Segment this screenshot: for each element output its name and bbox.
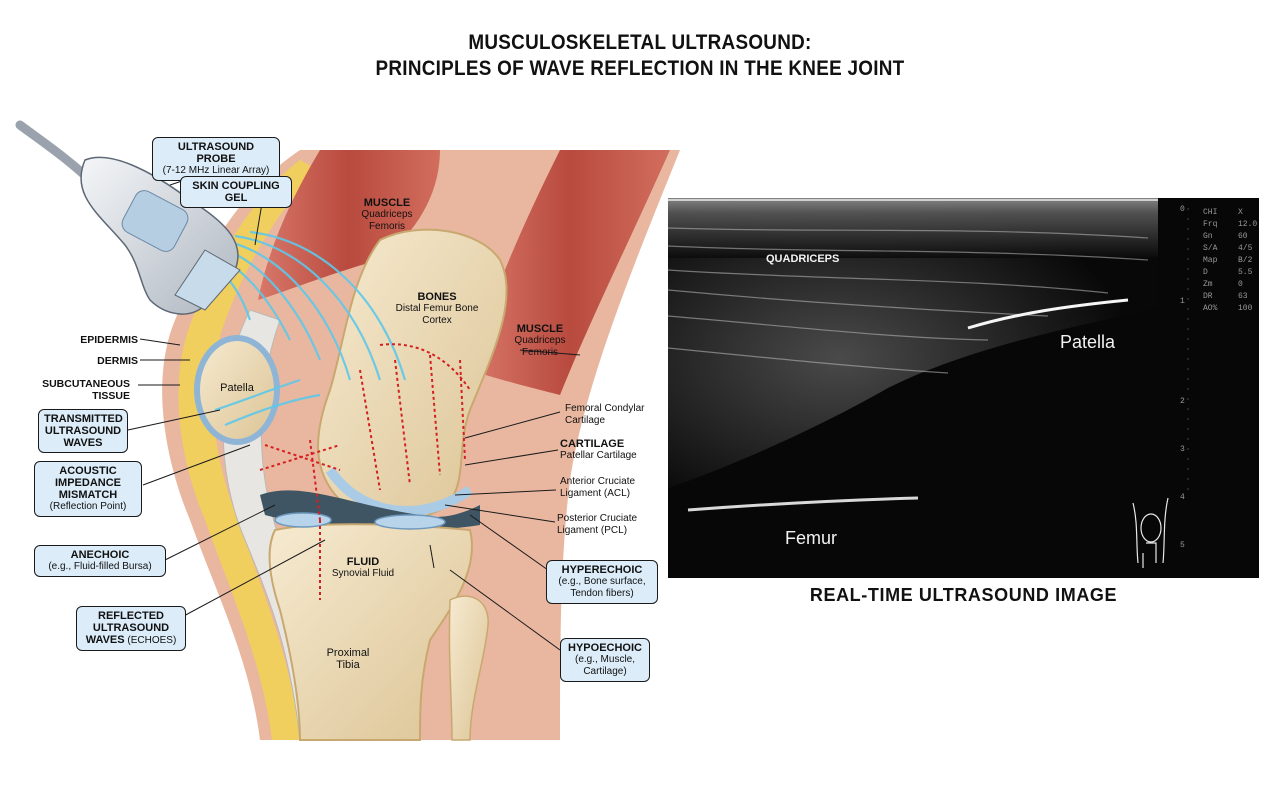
hyperechoic-callout-title: HYPERECHOIC	[561, 564, 643, 576]
title-line-2: PRINCIPLES OF WAVE REFLECTION IN THE KNE…	[375, 57, 905, 80]
param-val-6: 0	[1238, 280, 1243, 289]
muscle-label-2-title: MUSCLE	[516, 323, 564, 335]
anechoic-callout-sub: (e.g., Fluid-filled Bursa)	[48, 561, 152, 572]
pcl-label: Posterior Cruciate Ligament (PCL)	[557, 513, 638, 536]
param-key-0: CHI	[1203, 208, 1218, 217]
cartilage-label-title: CARTILAGE	[560, 438, 625, 450]
muscle-label-2-sub: Quadriceps Femoris	[514, 335, 566, 358]
impedance-callout: ACOUSTIC IMPEDANCE MISMATCH (Reflection …	[34, 461, 142, 517]
fibula-bone	[448, 595, 489, 741]
fat-layer	[178, 160, 318, 740]
reflected-callout-echoes: (ECHOES)	[127, 635, 177, 646]
param-val-7: 63	[1238, 292, 1248, 301]
bones-label-title: BONES	[417, 291, 457, 303]
anechoic-callout-title: ANECHOIC	[70, 549, 130, 561]
dermis-label: DERMIS	[97, 355, 138, 367]
meniscus-posterior	[374, 514, 446, 530]
param-val-8: 100	[1238, 304, 1253, 313]
depth-mark-5: 5	[1180, 541, 1185, 550]
cartilage-label: CARTILAGE Patellar Cartilage	[560, 438, 665, 462]
condylar-label: Femoral Condylar Cartilage	[565, 403, 645, 426]
param-key-2: Gn	[1203, 232, 1213, 241]
param-key-6: Zm	[1203, 280, 1213, 289]
cartilage-cap	[325, 467, 473, 516]
ultrasound-scan	[668, 198, 1259, 578]
cartilage-label-sub: Patellar Cartilage	[560, 450, 637, 461]
hypoechoic-callout: HYPOECHOIC (e.g., Muscle, Cartilage)	[560, 638, 650, 682]
bones-label-sub: Distal Femur Bone Cortex	[395, 303, 479, 326]
quadriceps-muscle-back	[470, 150, 670, 395]
reflected-echo-paths	[259, 343, 471, 600]
tibia-label: Proximal Tibia	[326, 647, 370, 671]
acl-label: Anterior Cruciate Ligament (ACL)	[560, 476, 636, 499]
param-key-7: DR	[1203, 292, 1213, 301]
param-key-3: S/A	[1203, 244, 1218, 253]
knee-bodymark-icon	[1132, 497, 1169, 568]
param-key-1: Frq	[1203, 220, 1218, 229]
gel-callout-title: SKIN COUPLING GEL	[192, 180, 280, 204]
param-key-5: D	[1203, 268, 1208, 277]
quadriceps-muscle-front	[258, 150, 440, 300]
hypoechoic-callout-title: HYPOECHOIC	[568, 642, 642, 654]
hypoechoic-callout-sub: (e.g., Muscle, Cartilage)	[574, 654, 636, 677]
fluid-label-sub: Synovial Fluid	[331, 568, 395, 579]
anechoic-callout: ANECHOIC (e.g., Fluid-filled Bursa)	[34, 545, 166, 577]
patella-surface-echo	[967, 298, 1129, 330]
param-val-0: X	[1238, 208, 1243, 217]
param-val-1: 12.0	[1238, 220, 1258, 229]
param-val-5: 5.5	[1238, 268, 1253, 277]
transmitted-callout-title: TRANSMITTED ULTRASOUND WAVES	[44, 413, 123, 449]
knee-anatomy-illustration	[15, 120, 680, 741]
depth-mark-1: 1	[1180, 297, 1185, 306]
muscle-label-1: MUSCLE Quadriceps Femoris	[352, 197, 422, 233]
title-line-1: MUSCULOSKELETAL ULTRASOUND:	[468, 31, 812, 54]
soft-tissue-texture	[668, 198, 1158, 488]
ultrasound-image-panel: QUADRICEPS Patella Femur	[668, 198, 1259, 578]
patella-label: Patella	[220, 382, 254, 394]
patella-bone	[194, 335, 280, 445]
us-patella-label: Patella	[1060, 332, 1116, 352]
hyperechoic-callout-sub: (e.g., Bone surface, Tendon fibers)	[558, 576, 646, 599]
gel-callout: SKIN COUPLING GEL	[180, 176, 292, 208]
meniscus-anterior	[274, 512, 332, 528]
reflected-callout-waves: WAVES	[85, 634, 125, 646]
param-key-4: Map	[1203, 256, 1218, 265]
reflected-callout: REFLECTED ULTRASOUND WAVES (ECHOES)	[76, 606, 186, 651]
depth-mark-2: 2	[1180, 397, 1185, 406]
probe-head	[174, 249, 241, 311]
transmitted-callout: TRANSMITTED ULTRASOUND WAVES	[38, 409, 128, 453]
depth-mark-3: 3	[1180, 445, 1185, 454]
ultrasound-caption: REAL-TIME ULTRASOUND IMAGE	[809, 585, 1118, 605]
superficial-band	[668, 198, 1158, 258]
impedance-callout-sub: (Reflection Point)	[49, 501, 127, 512]
depth-mark-0: 0	[1180, 205, 1185, 214]
param-val-4: B/2	[1238, 256, 1253, 265]
fluid-label: FLUID Synovial Fluid	[318, 556, 408, 580]
subcutaneous-label: SUBCUTANEOUS TISSUE	[42, 378, 130, 402]
muscle-label-2: MUSCLE Quadriceps Femoris	[500, 323, 580, 359]
depth-mark-4: 4	[1180, 493, 1185, 502]
param-key-8: AO%	[1203, 304, 1218, 313]
probe-callout-title: ULTRASOUND PROBE	[177, 141, 255, 165]
probe-grip-panel	[121, 190, 189, 252]
impedance-callout-title: ACOUSTIC IMPEDANCE MISMATCH	[54, 465, 121, 501]
fluid-label-title: FLUID	[346, 556, 380, 568]
bones-label: BONES Distal Femur Bone Cortex	[392, 291, 482, 327]
page-title: MUSCULOSKELETAL ULTRASOUND: PRINCIPLES O…	[334, 30, 946, 82]
us-femur-label: Femur	[785, 528, 838, 548]
param-val-3: 4/5	[1238, 244, 1253, 253]
muscle-label-1-title: MUSCLE	[363, 197, 411, 209]
probe-callout-sub: (7-12 MHz Linear Array)	[162, 165, 270, 176]
reflected-callout-title: REFLECTED ULTRASOUND	[92, 610, 170, 634]
muscle-label-1-sub: Quadriceps Femoris	[361, 209, 413, 232]
us-quadriceps-label: QUADRICEPS	[766, 253, 840, 265]
muscle-fiber-streaks	[668, 227, 1149, 374]
femur-surface-echo	[687, 496, 919, 512]
epidermis-label: EPIDERMIS	[80, 334, 138, 346]
probe-callout: ULTRASOUND PROBE (7-12 MHz Linear Array)	[152, 137, 280, 181]
param-val-2: 60	[1238, 232, 1248, 241]
hyperechoic-callout: HYPERECHOIC (e.g., Bone surface, Tendon …	[546, 560, 658, 604]
